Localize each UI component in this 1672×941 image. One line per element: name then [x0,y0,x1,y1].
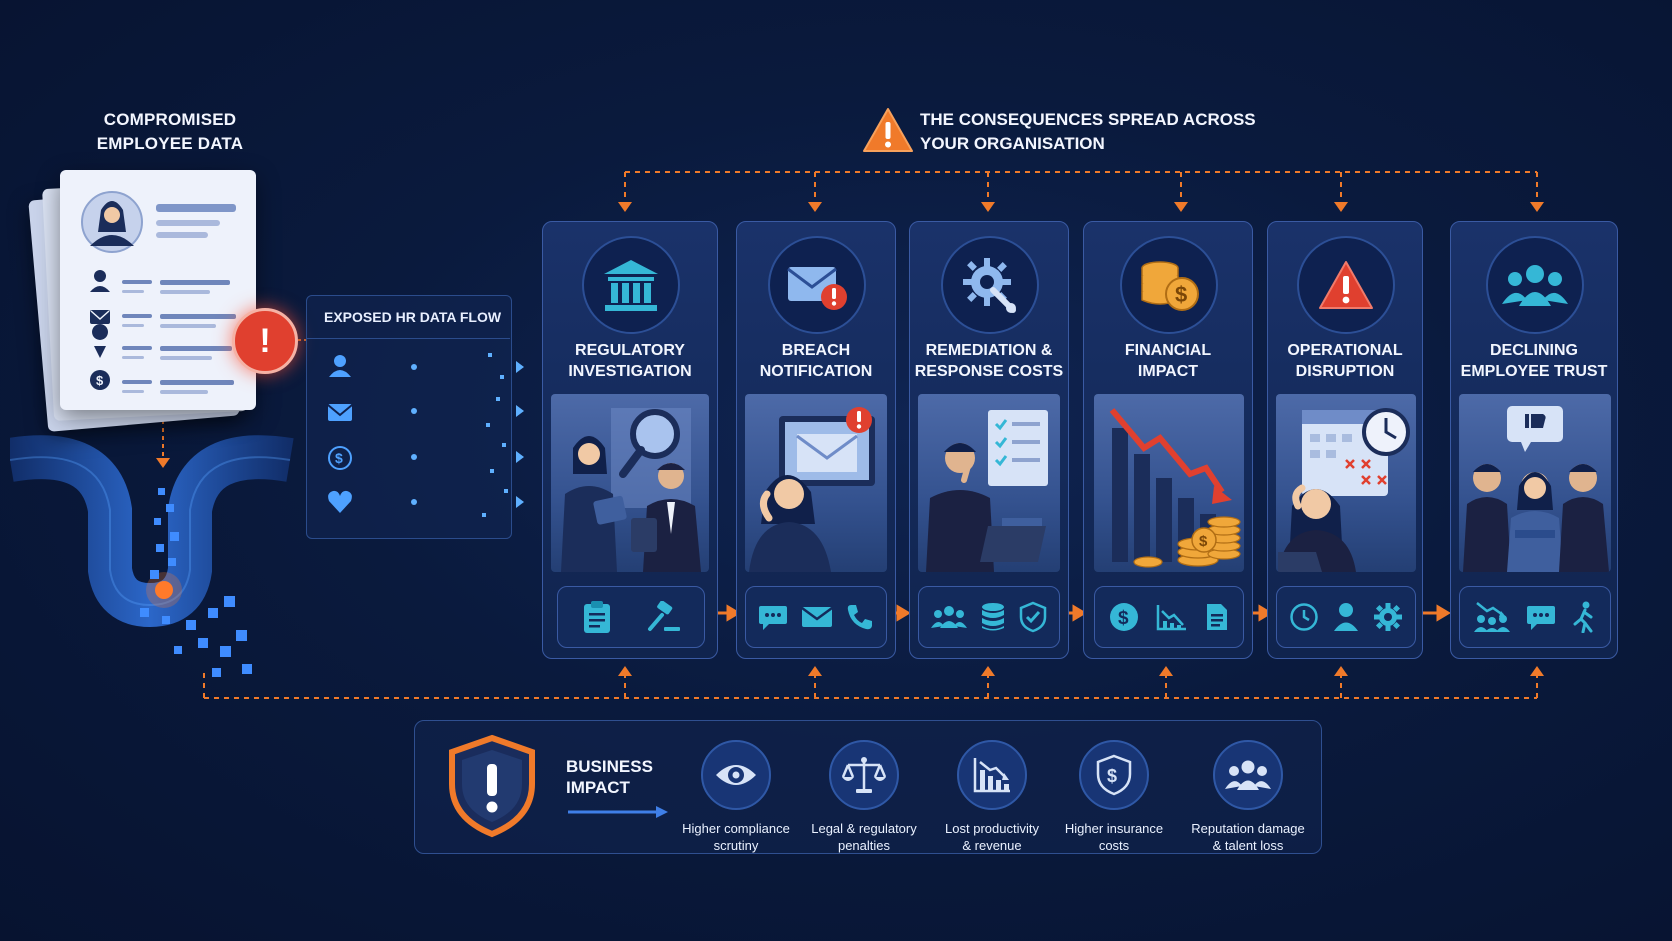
svg-text:$: $ [335,450,343,466]
clipboard-icon [583,601,610,633]
card-footer [918,586,1060,648]
svg-text:$: $ [1118,608,1129,629]
consequences-title: THE CONSEQUENCES SPREAD ACROSS YOUR ORGA… [920,110,1256,153]
card-footer [1276,586,1416,648]
coins-icon: $ [1120,236,1218,334]
impact-text: Reputation damage & talent loss [1191,821,1305,853]
compromised-data-title: COMPROMISED EMPLOYEE DATA [96,110,244,153]
card-title: BREACH NOTIFICATION [759,342,873,380]
card-declining-employee-trust: DECLINING EMPLOYEE TRUST [1450,221,1618,659]
gear-icon [1373,603,1402,631]
shield-check-icon [1019,601,1046,633]
heart-icon [328,490,352,513]
impact-text: Lost productivity & revenue [945,821,1039,853]
impact-item-productivity: Lost productivity & revenue [927,740,1057,854]
group-icon [1486,236,1584,334]
remediation-scene [918,394,1060,572]
alert-badge-icon: ! [232,308,298,374]
svg-text:$: $ [96,373,104,388]
card-title: DECLINING EMPLOYEE TRUST [1460,342,1608,380]
chat-icon [759,606,788,630]
group-icon [1213,740,1283,810]
card-title: FINANCIAL IMPACT [1124,342,1212,380]
investigation-scene [551,394,709,572]
card-breach-notification: BREACH NOTIFICATION [736,221,896,659]
impact-text: Higher compliance scrutiny [682,821,790,853]
warning-icon [1297,236,1395,334]
person-icon [1333,603,1358,631]
shield-dollar-icon: $ [1079,740,1149,810]
employee-record-document: $ [60,170,256,410]
leaking-pipe [10,435,294,677]
card-title: REMEDIATION & RESPONSE COSTS [914,342,1064,380]
warning-icon [863,108,913,152]
card-footer [745,586,887,648]
dollar-icon: $ [328,446,352,470]
person-icon [329,355,351,377]
card-footer: $ [1094,586,1244,648]
clock-icon [1290,603,1319,631]
business-impact-label: BUSINESS IMPACT [566,757,653,797]
dollar-icon: $ [1110,603,1139,631]
card-regulatory-investigation: REGULATORY INVESTIGATION [542,221,718,659]
group-down-icon [1474,602,1510,632]
shield-alert-icon [449,734,535,838]
impact-item-reputation: Reputation damage & talent loss [1183,740,1313,854]
team-icon [931,606,968,628]
trust-scene [1459,394,1611,572]
chat-icon [1527,606,1555,630]
card-financial-impact: $ FINANCIAL IMPACT $ $ [1083,221,1253,659]
arrow-right-icon [568,806,668,818]
chart-down-icon [1156,605,1186,631]
financial-scene: $ [1094,394,1244,572]
document-icon [1206,604,1227,630]
employee-profile-illustration: $ [81,191,236,394]
envelope-alert-icon [768,236,866,334]
impact-text: Higher insurance costs [1064,821,1164,853]
scales-icon [829,740,899,810]
data-flow-streams: $ [327,353,524,517]
impact-item-legal: Legal & regulatory penalties [799,740,929,854]
walking-icon [1573,601,1593,633]
impact-item-insurance: $ Higher insurance costs [1049,740,1179,854]
disruption-scene [1276,394,1416,572]
card-title: REGULATORY INVESTIGATION [568,342,692,380]
svg-text:$: $ [1175,282,1187,307]
svg-text:$: $ [1199,533,1208,550]
chart-down-icon [957,740,1027,810]
card-title: OPERATIONAL DISRUPTION [1287,342,1403,380]
mail-icon [327,404,353,421]
gavel-icon [647,601,680,631]
phone-icon [847,605,872,630]
impact-text: Legal & regulatory penalties [811,821,917,853]
svg-text:$: $ [1107,766,1117,786]
data-flow-panel-title: EXPOSED HR DATA FLOW [306,295,510,339]
card-remediation-costs: REMEDIATION & RESPONSE COSTS [909,221,1069,659]
impact-item-compliance: Higher compliance scrutiny [671,740,801,854]
eye-icon [701,740,771,810]
card-footer [557,586,705,648]
card-footer [1459,586,1611,648]
gear-wrench-icon [941,236,1039,334]
mail-icon [801,606,833,627]
database-icon [981,603,1004,631]
bank-icon [582,236,680,334]
notification-scene [745,394,887,572]
card-operational-disruption: OPERATIONAL DISRUPTION [1267,221,1423,659]
